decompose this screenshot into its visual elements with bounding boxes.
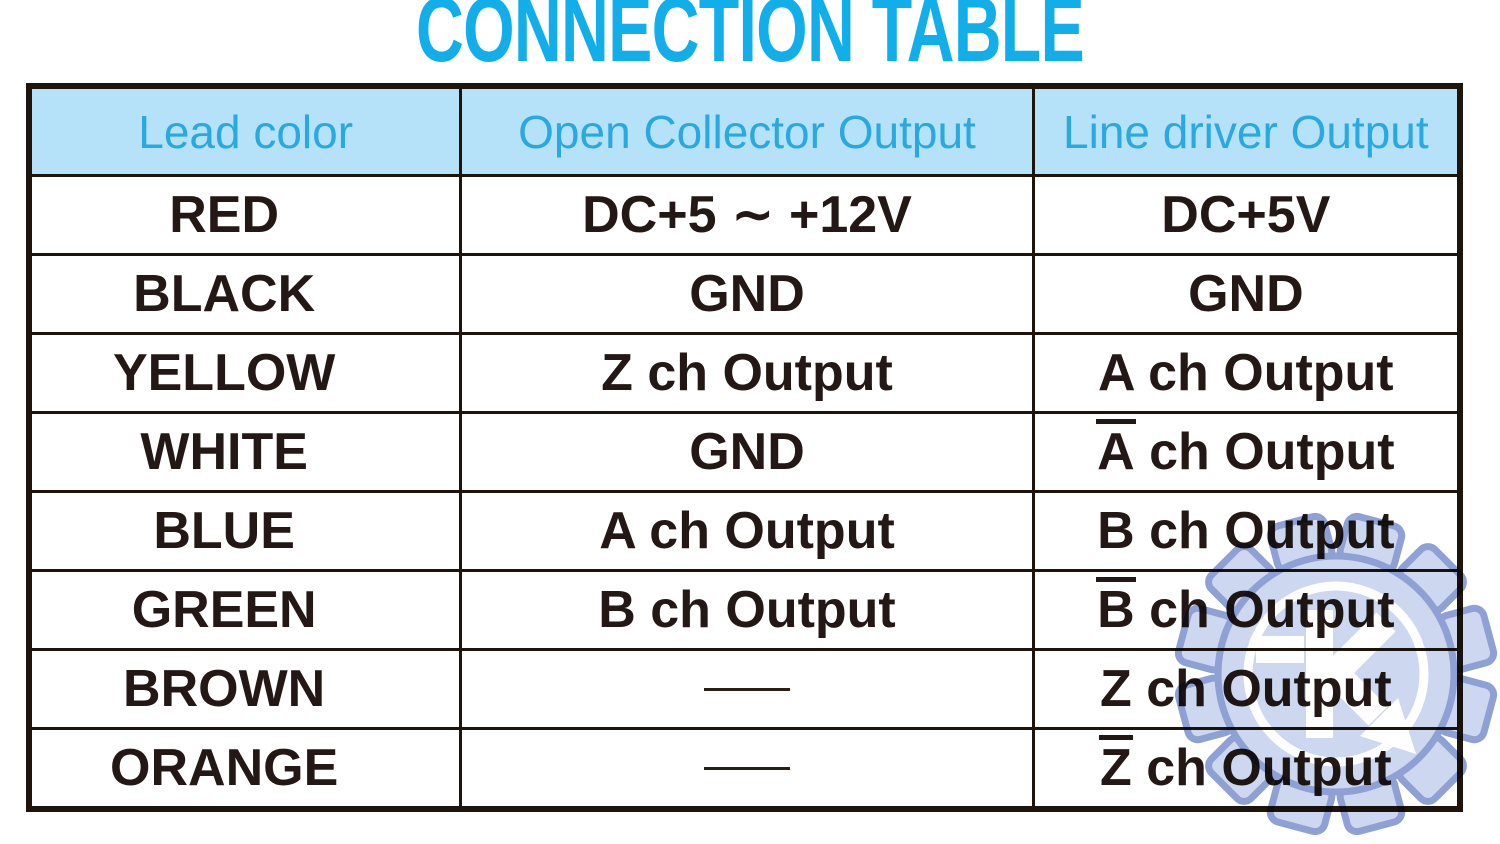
header-open-collector-output: Open Collector Output [459, 84, 1035, 177]
connection-table: Lead color Open Collector Output Line dr… [26, 83, 1463, 812]
open-collector-cell: A ch Output [459, 490, 1035, 572]
no-connection-dash [703, 766, 790, 770]
lead-color-cell: ORANGE [27, 727, 463, 811]
table-row: BROWN Z ch Output [27, 648, 1462, 730]
open-collector-cell [459, 648, 1035, 730]
header-line-driver-output: Line driver Output [1031, 84, 1462, 177]
line-driver-cell: A ch Output [1031, 332, 1462, 414]
lead-color-cell: GREEN [27, 569, 463, 651]
open-collector-cell: GND [459, 411, 1035, 493]
header-lead-color: Lead color [27, 84, 463, 177]
line-driver-cell: B ch Output [1031, 490, 1462, 572]
line-driver-cell: A ch Output [1031, 411, 1462, 493]
line-driver-cell: Z ch Output [1031, 727, 1462, 811]
open-collector-cell: DC+5 ∼ +12V [459, 174, 1035, 256]
page-title: CONNECTION TABLE [415, 0, 1085, 81]
lead-color-cell: BLACK [27, 253, 463, 335]
lead-color-cell: RED [27, 174, 463, 256]
open-collector-cell [459, 727, 1035, 811]
open-collector-cell: B ch Output [459, 569, 1035, 651]
line-driver-cell: DC+5V [1031, 174, 1462, 256]
overbar-letter: Z [1098, 735, 1133, 797]
lead-color-cell: WHITE [27, 411, 463, 493]
lead-color-cell: BLUE [27, 490, 463, 572]
lead-color-cell: YELLOW [27, 332, 463, 414]
open-collector-cell: Z ch Output [459, 332, 1035, 414]
line-driver-cell: B ch Output [1031, 569, 1462, 651]
no-connection-dash [703, 687, 790, 691]
header-row: Lead color Open Collector Output Line dr… [27, 84, 1462, 177]
overbar-letter: B [1096, 577, 1136, 639]
open-collector-cell: GND [459, 253, 1035, 335]
overbar-letter: A [1096, 419, 1136, 481]
line-driver-cell: Z ch Output [1031, 648, 1462, 730]
line-driver-cell: GND [1031, 253, 1462, 335]
table-row: ORANGE Z ch Output [27, 727, 1462, 811]
lead-color-cell: BROWN [27, 648, 463, 730]
